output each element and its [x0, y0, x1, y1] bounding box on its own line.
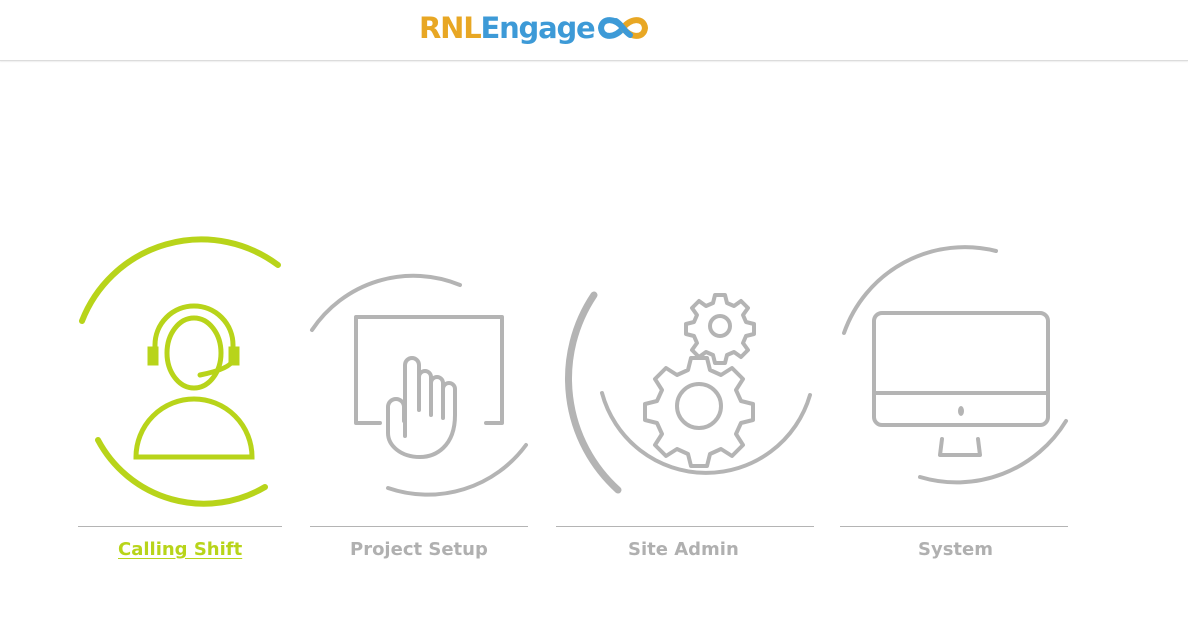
- project-setup-link[interactable]: Project Setup: [350, 539, 488, 560]
- gears-icon[interactable]: [550, 235, 820, 515]
- rnl-engage-logo[interactable]: RNL Engage: [419, 10, 650, 46]
- infinity-icon: [597, 17, 648, 39]
- tile-divider: [556, 526, 814, 527]
- logo-engage-text: Engage: [480, 11, 595, 45]
- tile-divider: [78, 526, 282, 527]
- site-admin-link[interactable]: Site Admin: [628, 539, 739, 560]
- desktop-monitor-icon[interactable]: [830, 235, 1080, 515]
- headset-agent-icon[interactable]: [70, 235, 290, 515]
- touch-screen-icon[interactable]: [300, 235, 540, 515]
- calling-shift-link[interactable]: Calling Shift: [118, 539, 243, 560]
- tile-divider: [840, 526, 1068, 527]
- tile-divider: [310, 526, 528, 527]
- logo-rnl-text: RNL: [419, 11, 482, 45]
- system-link[interactable]: System: [918, 539, 993, 560]
- header: RNL Engage: [0, 0, 1188, 61]
